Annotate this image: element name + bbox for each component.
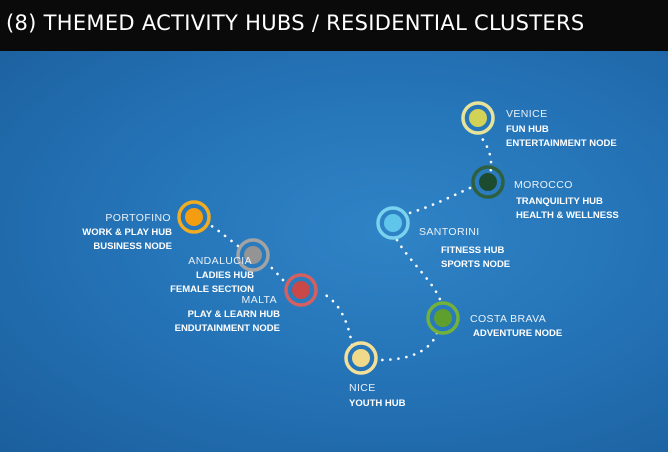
hub-costa-brava[interactable] — [426, 301, 460, 335]
hub-name-costa-brava: COSTA BRAVA — [470, 313, 547, 325]
page-title: (8) THEMED ACTIVITY HUBS / RESIDENTIAL C… — [6, 11, 585, 35]
hub-desc-portofino: WORK & PLAY HUB BUSINESS NODE — [82, 226, 172, 254]
hub-name-portofino: PORTOFINO — [105, 212, 171, 224]
hub-name-santorini: SANTORINI — [419, 226, 480, 238]
hub-morocco[interactable] — [471, 165, 505, 199]
title-bar: (8) THEMED ACTIVITY HUBS / RESIDENTIAL C… — [0, 0, 668, 51]
hub-name-morocco: MOROCCO — [514, 179, 573, 191]
hub-portofino[interactable] — [177, 200, 211, 234]
hub-name-venice: VENICE — [506, 108, 548, 120]
hub-name-nice: NICE — [349, 382, 376, 394]
hub-desc-malta: PLAY & LEARN HUB ENDUTAINMENT NODE — [175, 308, 280, 336]
connector-costabrava-nice — [378, 331, 439, 362]
connector-santorini-costabrava — [395, 238, 443, 304]
connector-venice-morocco — [476, 131, 493, 182]
connector-morocco-santorini — [404, 186, 472, 216]
hub-santorini[interactable] — [376, 206, 410, 240]
connector-andalucia-portofino — [208, 223, 240, 248]
hub-nice[interactable] — [344, 341, 378, 375]
hub-desc-line: FITNESS HUB — [441, 245, 505, 256]
hub-andalucia[interactable] — [236, 238, 270, 272]
hub-desc-line: LADIES HUB — [195, 270, 254, 281]
hub-desc-line: BUSINESS NODE — [93, 241, 172, 252]
hub-desc-line: PLAY & LEARN HUB — [187, 309, 280, 320]
hub-desc-line: WORK & PLAY HUB — [82, 227, 172, 238]
hub-desc-line: ENDUTAINMENT NODE — [174, 323, 280, 334]
hub-name-andalucia: ANDALUCIA — [188, 255, 252, 267]
hub-desc-nice: YOUTH HUB — [349, 397, 405, 411]
hub-desc-santorini: FITNESS HUB SPORTS NODE — [441, 244, 510, 272]
hub-desc-line: TRANQUILITY HUB — [516, 196, 603, 207]
connector-nice-malta — [318, 290, 354, 347]
hub-network — [177, 101, 505, 375]
hub-desc-morocco: TRANQUILITY HUB HEALTH & WELLNESS — [516, 195, 619, 223]
hub-desc-line: ADVENTURE NODE — [473, 328, 563, 339]
hub-desc-line: FEMALE SECTION — [170, 284, 254, 295]
diagram-area — [0, 51, 668, 452]
hub-venice[interactable] — [461, 101, 495, 135]
hub-desc-venice: FUN HUB ENTERTAINMENT NODE — [506, 123, 617, 151]
hub-name-malta: MALTA — [241, 294, 277, 306]
hub-desc-line: ENTERTAINMENT NODE — [506, 138, 617, 149]
hub-desc-line: SPORTS NODE — [441, 259, 511, 270]
hub-desc-andalucia: LADIES HUB FEMALE SECTION — [170, 269, 254, 297]
hub-desc-costa-brava: ADVENTURE NODE — [473, 327, 562, 341]
hub-malta[interactable] — [284, 273, 318, 307]
connector-malta-andalucia — [263, 260, 285, 282]
hub-desc-line: FUN HUB — [506, 124, 549, 135]
hub-desc-line: YOUTH HUB — [349, 398, 406, 409]
hub-desc-line: HEALTH & WELLNESS — [516, 210, 619, 221]
